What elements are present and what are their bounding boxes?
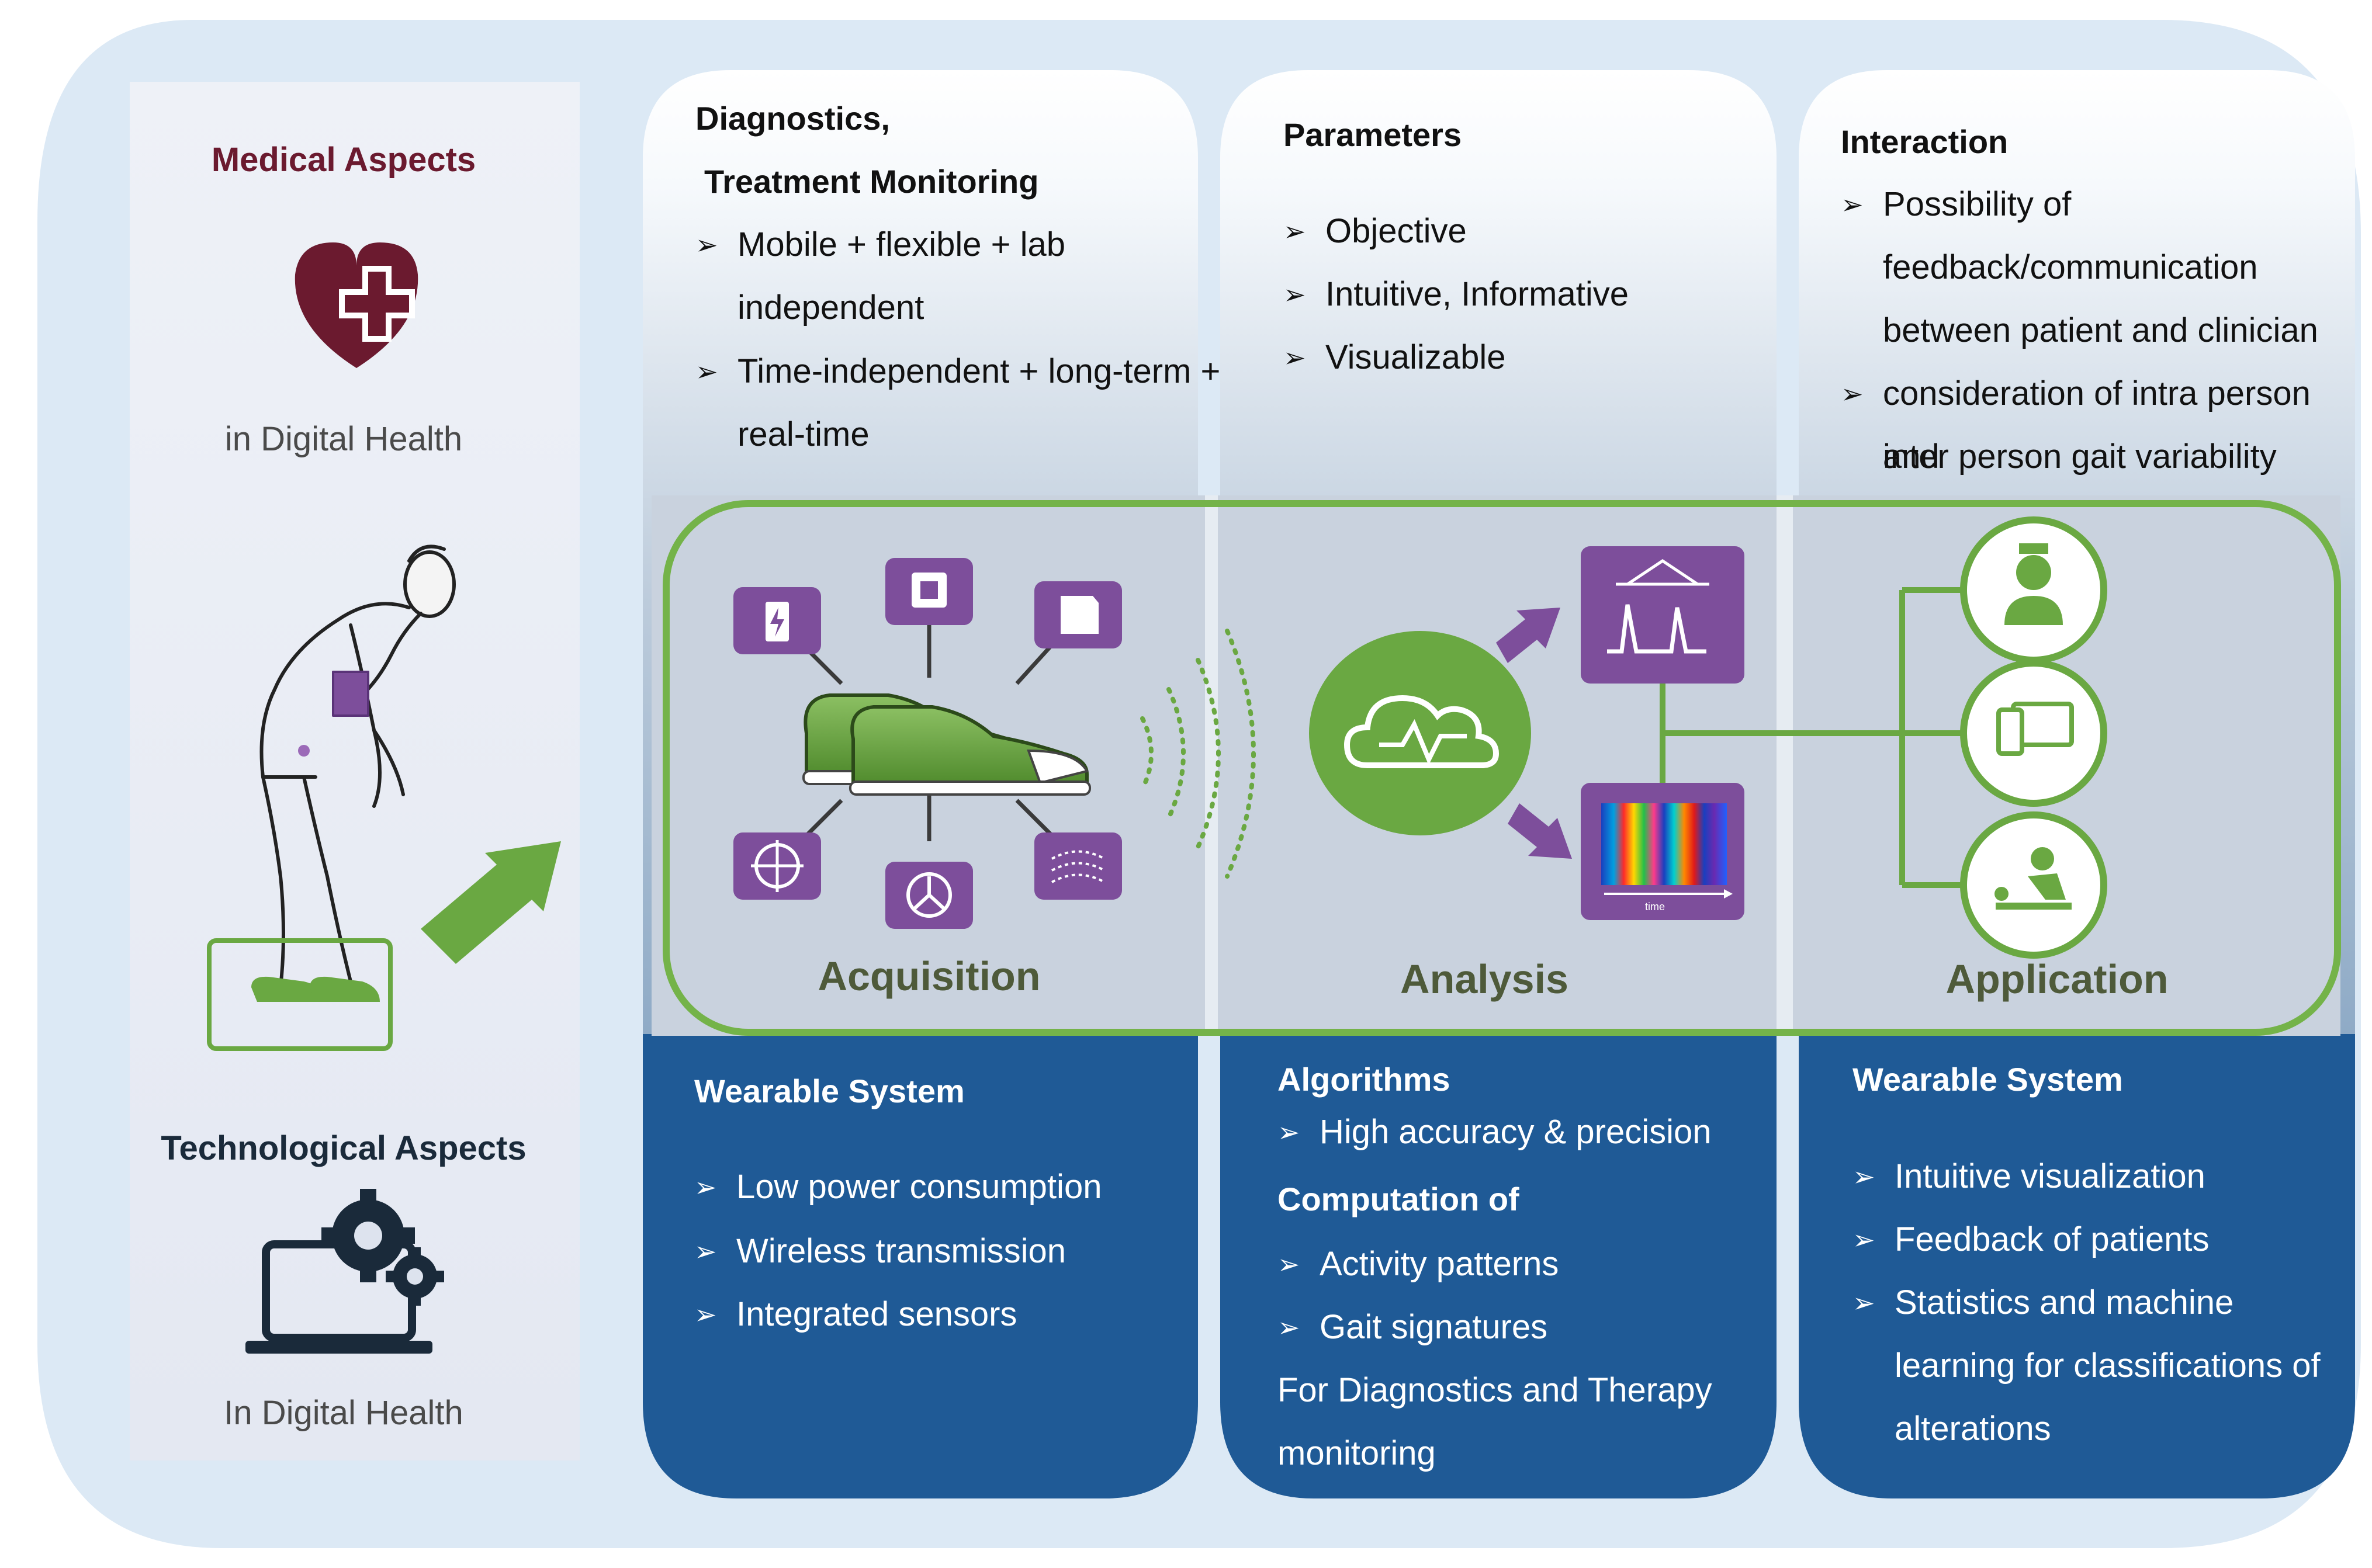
col2-top-item-1: ➢Objective <box>1283 212 1467 250</box>
col2-bottom-title-2: Computation of <box>1277 1181 1519 1217</box>
memory-card-icon <box>1034 581 1122 648</box>
green-arrow-icon <box>421 841 561 964</box>
col3-bottom-item-3-cont-2: alterations <box>1895 1410 2051 1448</box>
cloud-icon <box>1309 631 1531 835</box>
col1-bottom-item-1: ➢Low power consumption <box>694 1168 1102 1206</box>
col2-bottom-item-b1: ➢Activity patterns <box>1277 1245 1559 1283</box>
smart-shoes-icon <box>802 693 1091 796</box>
col1-top-item-2-cont: real-time <box>737 415 870 453</box>
devices-icon <box>1960 660 2107 807</box>
col2-bottom-title: Algorithms <box>1277 1061 1450 1098</box>
laptop-gears-icon <box>245 1189 444 1354</box>
upper-arrow-icon <box>1496 608 1560 663</box>
col1-top-item-1-cont: independent <box>737 289 924 327</box>
chip-icon <box>885 558 973 625</box>
col3-top-item-1: ➢Possibility of <box>1841 185 2072 223</box>
clinician-icon <box>1960 516 2107 664</box>
col1-bottom-item-2: ➢Wireless transmission <box>694 1232 1066 1270</box>
lower-arrow-icon <box>1508 803 1572 859</box>
col2-bottom-plain-1: For Diagnostics and Therapy <box>1277 1371 1712 1409</box>
target-sensor-icon <box>733 832 821 900</box>
person-shoes-icon <box>251 976 380 1002</box>
col3-bottom-item-3-cont-1: learning for classifications of <box>1895 1347 2321 1385</box>
col1-bottom-title: Wearable System <box>694 1073 965 1109</box>
stage-label-application: Application <box>1945 956 2168 1002</box>
wireless-signal-icon <box>1140 629 1256 879</box>
technological-aspects-title: Technological Aspects <box>161 1129 527 1167</box>
application-graphic <box>1660 516 2107 959</box>
process-band-border <box>663 500 2341 1036</box>
spectrogram-time-label: time <box>1645 901 1665 913</box>
acquisition-graphic <box>733 558 1256 929</box>
therapy-icon <box>1960 811 2107 959</box>
col2-bottom-item-b2: ➢Gait signatures <box>1277 1308 1548 1346</box>
col3-top-item-2-cont: inter person gait variability <box>1883 438 2277 476</box>
medical-aspects-title: Medical Aspects <box>211 141 476 179</box>
process-band-light-2 <box>1777 495 1793 1036</box>
heart-cross-icon <box>295 242 418 368</box>
col2-top-item-2: ➢Intuitive, Informative <box>1283 275 1629 313</box>
analysis-graphic: time <box>1309 546 1744 920</box>
col1-bottom-item-3: ➢Integrated sensors <box>694 1295 1017 1333</box>
gyroscope-icon <box>885 862 973 929</box>
col1-top-item-1: ➢Mobile + flexible + lab <box>695 226 1065 263</box>
pressure-pad-icon <box>1034 832 1122 900</box>
process-band-light-1 <box>1205 495 1218 1036</box>
col1-top-title-1: Diagnostics, <box>695 100 890 137</box>
col2-bottom-plain-2: monitoring <box>1277 1434 1436 1472</box>
col1-top-item-2: ➢Time-independent + long-term + <box>695 352 1221 390</box>
stage-label-analysis: Analysis <box>1400 956 1568 1002</box>
ecg-chart-icon <box>1581 546 1744 684</box>
medical-aspects-subtitle: in Digital Health <box>224 420 463 458</box>
col3-bottom-item-3: ➢Statistics and machine <box>1852 1283 2234 1321</box>
col2-top-item-3: ➢Visualizable <box>1283 338 1506 376</box>
shoe-focus-box <box>207 938 393 1051</box>
col3-bottom-title: Wearable System <box>1852 1061 2123 1098</box>
col1-top-title-2: Treatment Monitoring <box>704 163 1039 200</box>
battery-icon <box>733 587 821 654</box>
elderly-person-icon <box>259 544 456 989</box>
col3-top-item-2: ➢consideration of intra person and <box>1841 374 2311 476</box>
spectrogram-icon: time <box>1581 783 1744 920</box>
col3-top-item-1-cont-2: between patient and clinician <box>1883 311 2318 349</box>
stage-label-acquisition: Acquisition <box>818 953 1040 999</box>
col3-top-title: Interaction <box>1841 123 2009 160</box>
col3-bottom-item-2: ➢Feedback of patients <box>1852 1220 2210 1258</box>
col3-top-item-1-cont-1: feedback/communication <box>1883 248 2258 286</box>
col2-bottom-item-a1: ➢High accuracy & precision <box>1277 1113 1712 1151</box>
col2-top-title: Parameters <box>1283 116 1462 153</box>
technological-aspects-subtitle: In Digital Health <box>224 1394 463 1432</box>
col3-bottom-item-1: ➢Intuitive visualization <box>1852 1157 2205 1195</box>
